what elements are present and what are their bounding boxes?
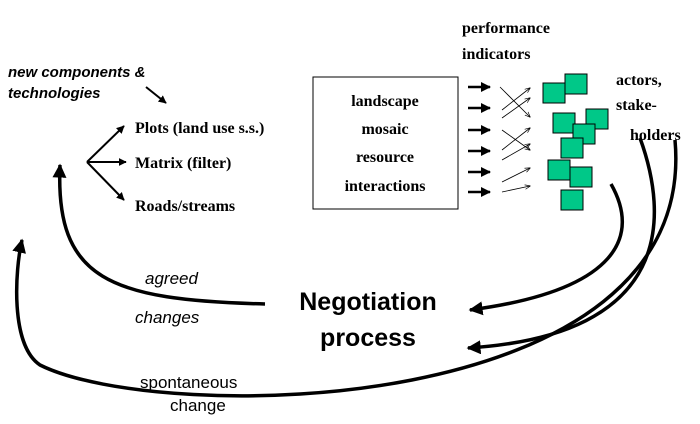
actor-square bbox=[552, 112, 576, 134]
box-line-interactions: interactions bbox=[345, 178, 426, 195]
indicator-arrows bbox=[468, 82, 491, 197]
component-matrix: Matrix (filter) bbox=[135, 155, 231, 172]
change-label: change bbox=[170, 396, 226, 415]
component-plots: Plots (land use s.s.) bbox=[135, 120, 264, 137]
box-line-mosaic: mosaic bbox=[361, 121, 408, 138]
indicator-crossing-lines bbox=[499, 86, 530, 193]
box-line-landscape: landscape bbox=[351, 93, 419, 110]
component-fan-arrows bbox=[86, 125, 127, 201]
actor-square bbox=[542, 82, 566, 104]
actor-squares bbox=[542, 73, 609, 211]
changes-label: changes bbox=[135, 308, 200, 327]
new-components-label-line2: technologies bbox=[8, 85, 101, 102]
actor-square bbox=[560, 137, 584, 159]
agreed-changes-arrow bbox=[52, 163, 266, 306]
indicators-label-line2: indicators bbox=[462, 46, 530, 63]
actor-square bbox=[547, 159, 571, 181]
actors-label-line3: holders bbox=[630, 127, 681, 144]
actor-square bbox=[560, 189, 584, 211]
negotiation-label-line1: Negotiation bbox=[299, 288, 437, 316]
component-roads-streams: Roads/streams bbox=[135, 198, 235, 215]
actor-square bbox=[569, 166, 593, 188]
indicators-label-line1: performance bbox=[462, 20, 550, 37]
actors-to-negotiation-arrow-2 bbox=[466, 137, 657, 355]
box-line-resource: resource bbox=[356, 149, 414, 166]
agreed-label: agreed bbox=[145, 269, 198, 288]
spontaneous-label: spontaneous bbox=[140, 373, 237, 392]
new-components-label-line1: new components & bbox=[8, 64, 146, 81]
spontaneous-change-arrow bbox=[12, 139, 678, 398]
actors-label-line2: stake- bbox=[616, 97, 657, 114]
actor-square bbox=[564, 73, 588, 95]
negotiation-label-line2: process bbox=[320, 324, 416, 352]
landscape-box bbox=[312, 76, 459, 210]
new-components-arrow bbox=[145, 86, 167, 104]
actors-to-negotiation-arrow-1 bbox=[468, 183, 625, 316]
actors-label-line1: actors, bbox=[616, 72, 662, 89]
